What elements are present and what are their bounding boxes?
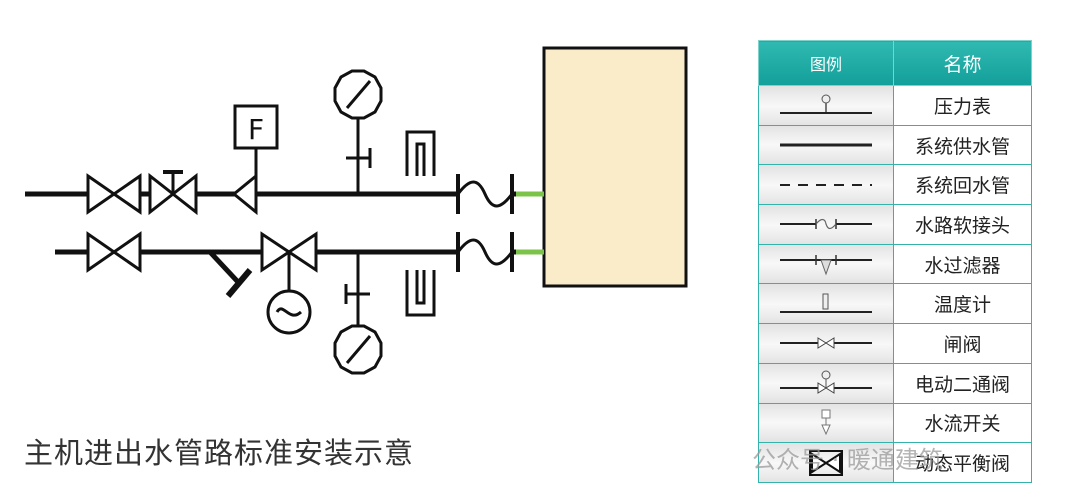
water-filter-icon — [780, 255, 872, 276]
legend-label: 水路软接头 — [893, 204, 1032, 245]
flow-switch-icon — [821, 409, 831, 436]
legend-table: 图例 名称 压力表 系统供水管 — [758, 40, 1032, 483]
legend-row: 水路软接头 — [758, 204, 1032, 245]
two-way-electric-valve-icon — [780, 370, 872, 395]
legend-label: 压力表 — [893, 85, 1032, 126]
unit-connectors — [516, 191, 544, 255]
legend-row: 电动二通阀 — [758, 362, 1032, 404]
pressure-gauge-upper — [333, 69, 383, 194]
legend-row: 系统供水管 — [758, 124, 1032, 166]
flow-switch: F — [233, 104, 279, 194]
legend-label: 动态平衡阀 — [893, 442, 1032, 483]
water-filter — [231, 172, 258, 216]
legend-label: 系统回水管 — [893, 164, 1032, 206]
pressure-gauge-lower — [333, 252, 383, 375]
diagram-caption: 主机进出水管路标准安装示意 — [24, 436, 415, 470]
watermark: 公众号 · 暖通建筑 — [752, 446, 943, 474]
legend-row: 闸阀 — [758, 323, 1032, 364]
thermometer-upper — [405, 130, 436, 176]
gate-valve-icon — [780, 337, 872, 350]
chiller-unit — [542, 46, 688, 288]
flexible-joint-lower — [456, 232, 514, 272]
flexible-joint-upper — [456, 174, 514, 214]
gate-valve-lower — [86, 231, 142, 273]
return-pipe-icon — [780, 183, 872, 186]
drain-branch — [208, 250, 253, 298]
flexible-joint-icon — [780, 219, 872, 230]
legend-row: 温度计 — [758, 283, 1032, 325]
legend-label: 水流开关 — [893, 402, 1032, 444]
legend-label: 水过滤器 — [893, 243, 1032, 285]
legend-row: 水过滤器 — [758, 243, 1032, 285]
legend-header-row: 图例 名称 — [758, 40, 1032, 86]
legend-row: 动态平衡阀 — [758, 442, 1032, 483]
legend-row: 压力表 — [758, 85, 1032, 126]
electric-valve-upper — [148, 170, 198, 216]
legend-row: 水流开关 — [758, 402, 1032, 444]
legend-label: 闸阀 — [893, 323, 1032, 364]
legend-label: 系统供水管 — [893, 124, 1032, 166]
electric-valve-lower — [260, 231, 318, 335]
gate-valve-upper — [86, 173, 142, 215]
piping-diagram: F — [25, 46, 688, 375]
legend-header-name: 名称 — [893, 40, 1032, 86]
thermometer-icon — [780, 293, 872, 313]
legend-label: 电动二通阀 — [893, 362, 1032, 404]
pressure-gauge-icon — [780, 94, 872, 115]
dynamic-balance-valve-icon — [809, 449, 843, 476]
legend-header-symbol: 图例 — [758, 40, 894, 86]
flow-switch-letter: F — [248, 113, 264, 146]
legend-row: 系统回水管 — [758, 164, 1032, 206]
supply-pipe-icon — [780, 143, 872, 147]
legend-label: 温度计 — [893, 283, 1032, 325]
thermometer-lower — [405, 270, 436, 317]
